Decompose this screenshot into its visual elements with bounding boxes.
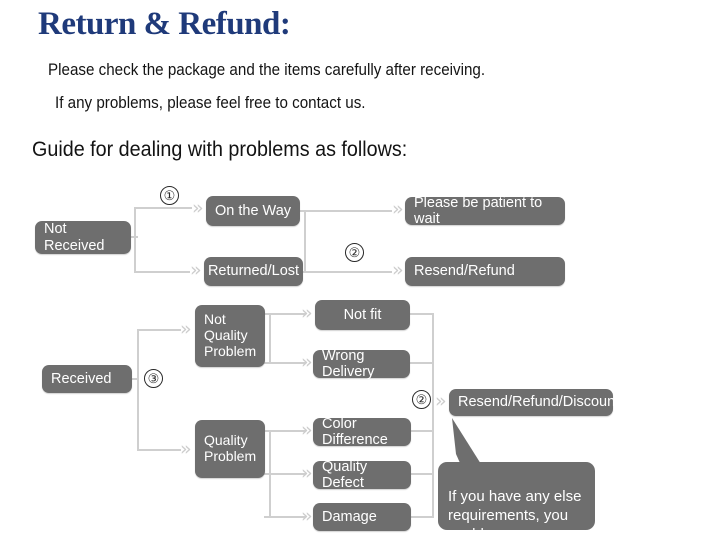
node-color-difference: Color Difference — [313, 415, 411, 448]
arrow-icon: » — [192, 197, 204, 219]
connector-line — [410, 362, 434, 364]
connector-line — [264, 430, 306, 432]
node-label: Damage — [322, 508, 377, 525]
arrow-icon: » — [301, 302, 313, 324]
step-marker-2b: ② — [412, 390, 431, 409]
node-not-fit: Not fit — [315, 300, 410, 330]
connector-line — [411, 516, 434, 518]
connector-line — [411, 473, 434, 475]
connector-line — [410, 313, 434, 315]
arrow-icon: » — [301, 462, 313, 484]
node-received: Received — [42, 365, 132, 393]
connector-line — [137, 449, 181, 451]
header-line-1: Please check the package and the items c… — [48, 61, 486, 79]
connector-line — [264, 473, 306, 475]
connector-line — [304, 210, 306, 272]
node-damage: Damage — [313, 503, 411, 531]
connector-line — [137, 329, 139, 451]
step-marker-3: ③ — [144, 369, 163, 388]
header-line-2: If any problems, please feel free to con… — [55, 94, 366, 112]
node-not-received: Not Received — [35, 221, 131, 254]
node-label: Color Difference — [322, 415, 388, 448]
callout-text: If you have any else requirements, you c… — [448, 487, 582, 536]
connector-line — [411, 430, 434, 432]
connector-line — [134, 207, 192, 209]
connector-line — [303, 271, 392, 273]
connector-line — [264, 516, 306, 518]
arrow-icon: » — [301, 351, 313, 373]
arrow-icon: » — [301, 419, 313, 441]
node-label: Quality Defect — [322, 458, 368, 491]
node-label: Resend/Refund — [414, 263, 515, 280]
node-wrong-delivery: Wrong Delivery — [313, 347, 410, 380]
step-marker-2: ② — [345, 243, 364, 262]
connector-line — [264, 313, 306, 315]
node-label: Not Received — [44, 221, 105, 254]
arrow-icon: » — [301, 505, 313, 527]
arrow-icon: » — [190, 259, 202, 281]
node-label: On the Way — [214, 202, 292, 219]
node-label: Not Quality Problem — [204, 311, 257, 359]
arrow-icon: » — [392, 198, 404, 220]
node-resend-refund: Resend/Refund — [405, 257, 565, 286]
node-not-quality-problem: Not Quality Problem — [195, 305, 265, 367]
arrow-icon: » — [180, 318, 192, 340]
node-on-the-way: On the Way — [206, 196, 300, 226]
arrow-icon: » — [392, 259, 404, 281]
connector-line — [264, 362, 306, 364]
node-label: Returned/Lost — [207, 263, 300, 280]
connector-line — [269, 313, 271, 363]
node-label: Wrong Delivery — [322, 347, 375, 380]
page-title: Return & Refund: — [38, 6, 291, 42]
node-label: Received — [51, 370, 112, 387]
node-please-be-patient: Please be patient to wait — [405, 194, 565, 227]
node-label: Please be patient to wait — [414, 194, 543, 227]
connector-line — [137, 329, 181, 331]
step-marker-1: ① — [160, 186, 179, 205]
connector-line — [300, 210, 392, 212]
node-returned-lost: Returned/Lost — [204, 257, 303, 286]
node-label: Quality Problem — [204, 432, 257, 464]
node-label: Not fit — [343, 306, 382, 323]
connector-line — [131, 378, 139, 380]
arrow-icon: » — [180, 438, 192, 460]
node-quality-problem: Quality Problem — [195, 420, 265, 478]
node-resend-refund-discount: Resend/Refund/Discount — [449, 389, 619, 416]
arrow-icon: » — [435, 390, 447, 412]
connector-line — [432, 313, 434, 518]
node-label: Resend/Refund/Discount — [458, 394, 620, 411]
connector-line — [134, 207, 136, 273]
connector-line — [134, 271, 190, 273]
callout-bubble: If you have any else requirements, you c… — [438, 462, 595, 536]
node-quality-defect: Quality Defect — [313, 458, 411, 491]
guide-heading: Guide for dealing with problems as follo… — [32, 138, 408, 161]
